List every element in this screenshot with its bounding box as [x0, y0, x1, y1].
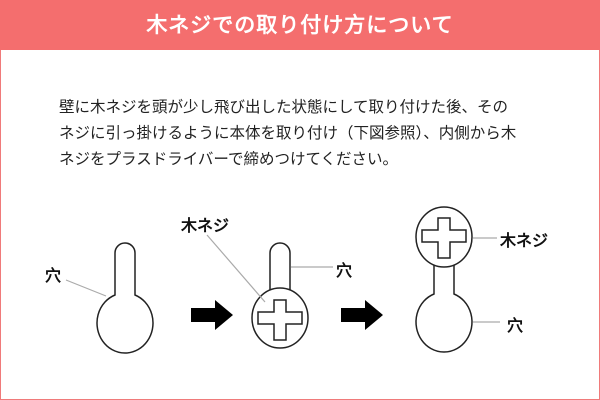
keyhole-step3	[415, 206, 473, 353]
keyhole-step2	[251, 242, 309, 349]
screw-label: 木ネジ	[180, 216, 229, 235]
instruction-line: ネジに引っ掛けるように本体を取り付け（下図参照）、内側から木	[59, 124, 517, 142]
instruction-line: 壁に木ネジを頭が少し飛び出した状態にして取り付けた後、その	[59, 98, 509, 116]
keyhole-step1	[96, 242, 154, 354]
leader-line	[206, 234, 266, 303]
hole-label: 穴	[336, 261, 352, 280]
instruction-line: ネジをプラスドライバーで締めつけてください。	[59, 150, 398, 168]
phillips-cross-icon	[257, 299, 303, 341]
arrow-right-icon	[341, 300, 383, 330]
screw-label: 木ネジ	[499, 231, 548, 250]
arrow-right-icon	[191, 300, 233, 330]
page-title: 木ネジでの取り付け方について	[146, 13, 454, 37]
hole-label: 穴	[45, 266, 61, 285]
phillips-cross-icon	[421, 217, 467, 259]
hole-label: 穴	[507, 316, 523, 335]
instruction-text: 壁に木ネジを頭が少し飛び出した状態にして取り付けた後、その ネジに引っ掛けるよう…	[59, 94, 559, 172]
leader-line	[65, 279, 107, 297]
header-banner: 木ネジでの取り付け方について	[0, 0, 600, 50]
